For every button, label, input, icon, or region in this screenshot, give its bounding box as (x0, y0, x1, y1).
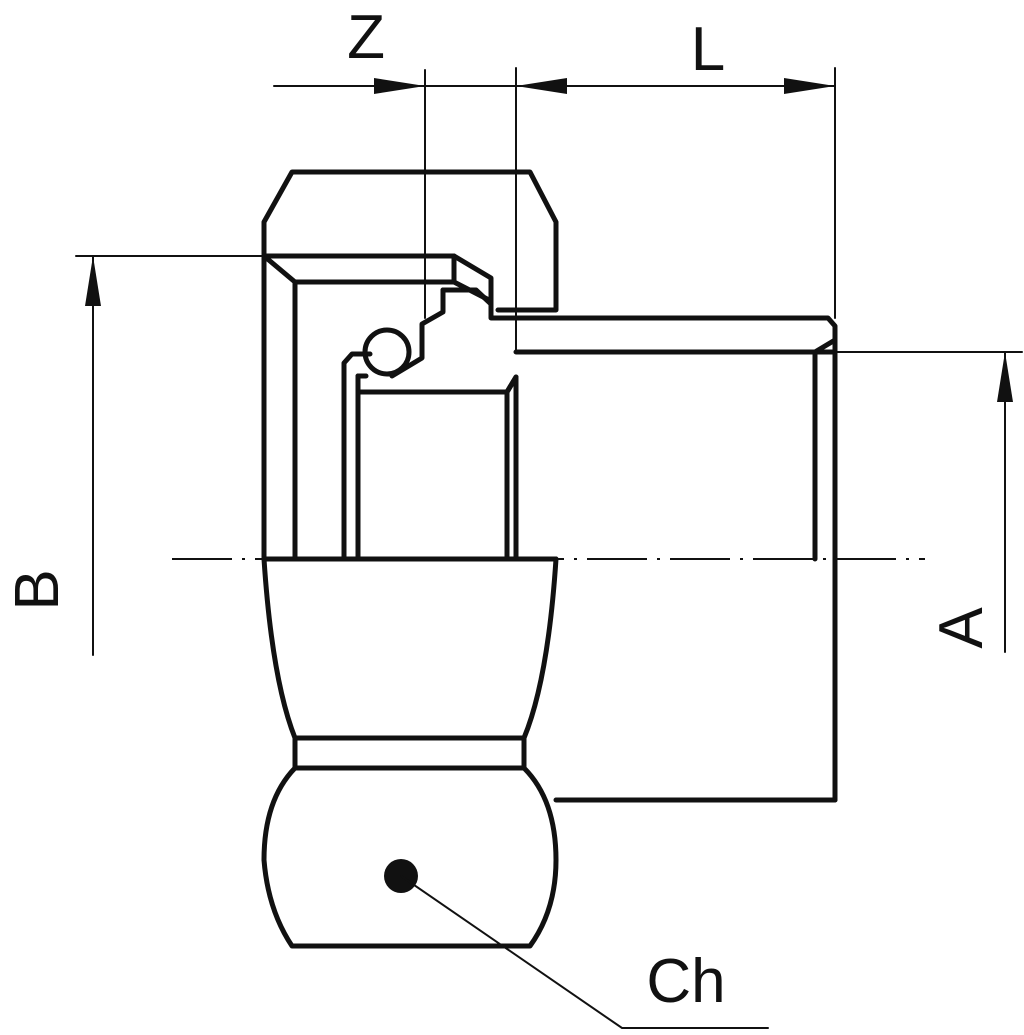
leader-ch (400, 875, 769, 1029)
dimension-a (834, 351, 1023, 653)
dimension-z (273, 69, 426, 319)
union-nut-section (261, 169, 559, 562)
label-a: A (927, 607, 996, 649)
label-z: Z (347, 3, 385, 72)
label-ch: Ch (646, 947, 725, 1016)
sealing-ring (362, 327, 412, 377)
union-nut-outer-view (261, 556, 559, 949)
label-l: L (691, 15, 725, 84)
tail-piece-section (341, 287, 838, 803)
dimension-l (424, 67, 836, 353)
dimension-b (75, 255, 265, 656)
label-b: B (3, 569, 72, 610)
